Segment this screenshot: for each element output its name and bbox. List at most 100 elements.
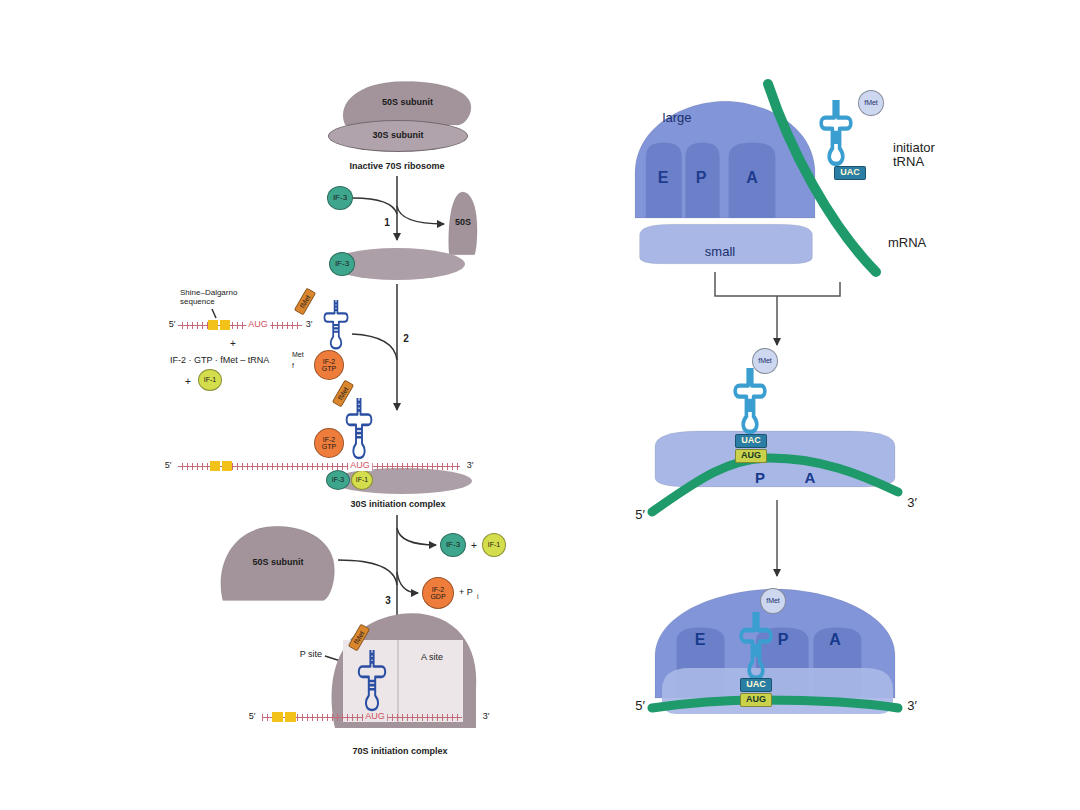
initiation-factor: IF-2GTP [314,350,344,380]
trna [821,100,851,164]
node-text: UAC [840,168,860,177]
start-codon: AUG [246,320,270,330]
node-text: fMet [864,99,878,106]
codon-box: AUG [740,693,772,707]
node-text: 50S [455,218,471,227]
superscript: Met [292,351,304,359]
mrna-strand [652,700,898,708]
stage-caption: 70S initiation complex [352,747,447,757]
node-text: GTP [322,443,336,450]
small-subunit [329,248,465,280]
trna [359,650,385,710]
site-label: P [696,169,707,187]
fmet-residue: fMet [752,348,778,374]
strand-end: 5′ [165,461,172,471]
large-subunit: 50S [448,190,478,256]
node-text: GDP [430,593,445,600]
codon-box: UAC [735,434,767,448]
codon-box: AUG [735,449,767,463]
node-text: fMet [758,357,772,364]
node-text: AUG [746,695,766,704]
start-codon: AUG [348,461,372,471]
stage-caption: Inactive 70S ribosome [349,162,444,172]
site-label: A site [421,653,443,663]
mrna-strand [178,320,302,330]
strand-end: 5′ [249,712,256,722]
merge-bracket [715,272,840,576]
node-text: GTP [322,365,336,372]
ribosome-70s [262,613,476,728]
node-text: IF-3 [332,476,344,483]
node-text: IF-1 [488,541,500,548]
initiation-factor: IF-2GTP [314,428,344,458]
step-number: 2 [403,333,409,344]
strand-end: 3′ [907,496,917,510]
node-text: P [778,632,789,649]
large-subunit: large [635,100,815,218]
node-text: fMet [298,294,311,309]
node-text: IF-3 [333,194,347,202]
initiation-factor: IF-2GDP [422,577,454,609]
step-number: 1 [384,217,390,228]
initiation-factor: IF-1 [198,369,222,391]
strand-end: 3′ [467,461,474,471]
fmet-tag: fMet [294,287,317,315]
site-label: E [658,169,669,187]
small-subunit: PA [650,428,900,490]
node-text: 50S subunit [382,98,433,107]
node-text: small [705,245,735,259]
node-text: IF-2 [323,436,335,443]
trna [347,398,372,458]
node-text: IF-2 [432,586,444,593]
node-text: large [663,111,692,125]
trna [324,300,347,348]
node-text: E [695,632,706,649]
start-codon: AUG [363,712,387,722]
initiation-factor: IF-1 [482,533,506,557]
stage-caption: 30S initiation complex [350,500,445,510]
strand-end: 3′ [483,712,490,722]
strand-end: 3′ [306,320,313,330]
small-subunit: 30S subunit [328,120,468,152]
strand-end: 5′ [635,699,645,713]
plus-sign: + [471,540,477,551]
plus-sign: + [185,376,191,387]
step-number: 3 [385,595,391,606]
phosphate-label: + P [459,588,473,598]
node-text: fMet [766,597,780,604]
node-text: UAC [741,436,761,445]
subscript: f [292,362,294,370]
site-label: P site [300,650,322,660]
codon-box: UAC [834,166,866,180]
mrna-strand [178,461,460,471]
shape-outline [636,222,816,266]
molecule-label: initiator tRNA [893,141,955,170]
strand-end: 5′ [635,508,645,522]
codon-box: UAC [740,678,772,692]
node-text: AUG [741,451,761,460]
node-text: A [805,470,816,486]
initiation-factor: IF-3 [329,252,355,276]
initiation-factor: IF-3 [440,533,466,557]
node-text: 50S subunit [252,558,303,567]
fmet-residue: fMet [858,90,884,116]
node-text: IF-3 [446,541,460,549]
node-text: IF-1 [356,476,368,483]
plus-sign: + [230,338,236,349]
subscript: i [477,593,479,601]
node-text: IF-3 [335,260,349,268]
fmet-residue: fMet [760,588,786,614]
node-text: IF-2 [323,358,335,365]
sequence-label: Shine–Dalgarno sequence [180,289,244,307]
strand-end: 3′ [907,699,917,713]
strand-end: 5′ [169,320,176,330]
initiation-factor: IF-1 [351,470,373,490]
trna [735,368,765,432]
node-text: P [755,470,765,486]
fmet-tag: fMet [348,623,371,651]
small-subunit: small [636,222,816,266]
shape-outline [635,100,815,218]
